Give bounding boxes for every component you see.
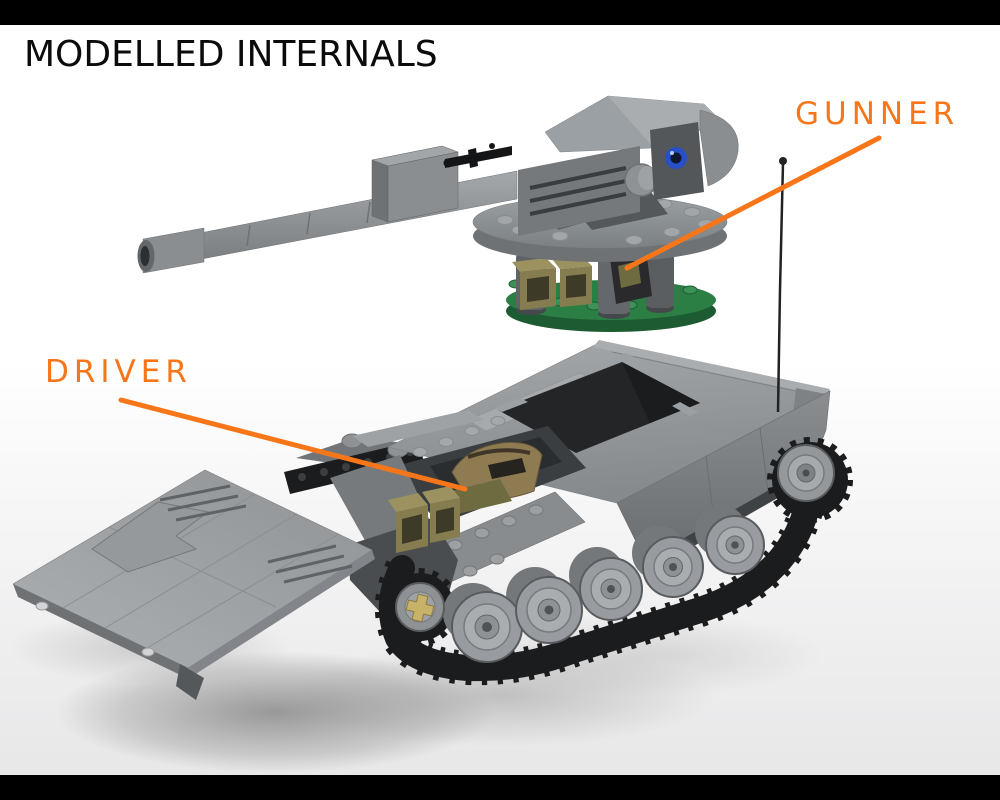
gunner-leader-line — [624, 135, 882, 271]
road-wheel — [579, 557, 643, 621]
track-band — [378, 457, 825, 682]
tank-hull — [12, 157, 853, 700]
ramp-hinge — [141, 647, 155, 657]
front-ramp — [12, 469, 375, 700]
idler-teeth — [767, 437, 853, 523]
idler-wheel — [777, 444, 835, 502]
barrel-scope — [443, 143, 512, 168]
road-wheel — [642, 536, 704, 598]
turret-body — [518, 95, 739, 236]
glacis-studs — [447, 504, 544, 577]
letterbox-top-bar — [0, 0, 1000, 25]
ramp-right-edge — [188, 550, 375, 677]
turret-roof-top — [608, 96, 722, 146]
driver-leader-line — [118, 397, 468, 492]
ramp-vent-slits — [159, 484, 353, 584]
deck-seam — [611, 351, 801, 393]
ramp-bottom-edge — [13, 584, 193, 681]
antenna-tip — [779, 157, 787, 165]
recoil-housing — [371, 145, 459, 223]
mantlet-slits — [529, 166, 627, 216]
side-seam — [759, 427, 769, 493]
deck-rear-trim — [593, 340, 830, 396]
road-wheel — [515, 576, 583, 644]
ramp-plate — [12, 469, 373, 669]
ramp-hinge — [35, 601, 49, 611]
letterbox-bottom-bar — [0, 775, 1000, 800]
sprocket-cross-hub — [405, 593, 435, 623]
deck-studs — [412, 416, 506, 457]
gun-barrel — [137, 143, 518, 274]
far-track-guard — [296, 436, 420, 468]
page-title: MODELLED INTERNALS — [24, 34, 438, 75]
driver-ammo-box — [422, 486, 460, 543]
track-assembly — [374, 437, 853, 686]
driver-ammo-box — [388, 493, 428, 553]
turret-assembly — [137, 95, 739, 332]
opening-step — [494, 398, 528, 412]
mantlet-shield — [699, 109, 739, 187]
gunner-label: GUNNER — [795, 96, 960, 132]
opening-step — [598, 353, 634, 368]
antenna — [776, 157, 787, 413]
muzzle-bore — [140, 246, 150, 266]
driver-visor — [488, 458, 526, 479]
turret-ammo-box — [512, 258, 556, 310]
opening-step — [672, 402, 698, 416]
ramp-corner-foot — [176, 664, 204, 700]
driver-hatch-line — [467, 448, 531, 459]
deck-left-trim — [352, 410, 484, 447]
road-wheel — [451, 591, 523, 663]
driver-compartment — [330, 426, 586, 618]
driver-body — [446, 479, 512, 514]
driver-label: DRIVER — [45, 354, 192, 390]
drive-sprocket — [395, 582, 445, 632]
road-wheel — [705, 515, 765, 575]
